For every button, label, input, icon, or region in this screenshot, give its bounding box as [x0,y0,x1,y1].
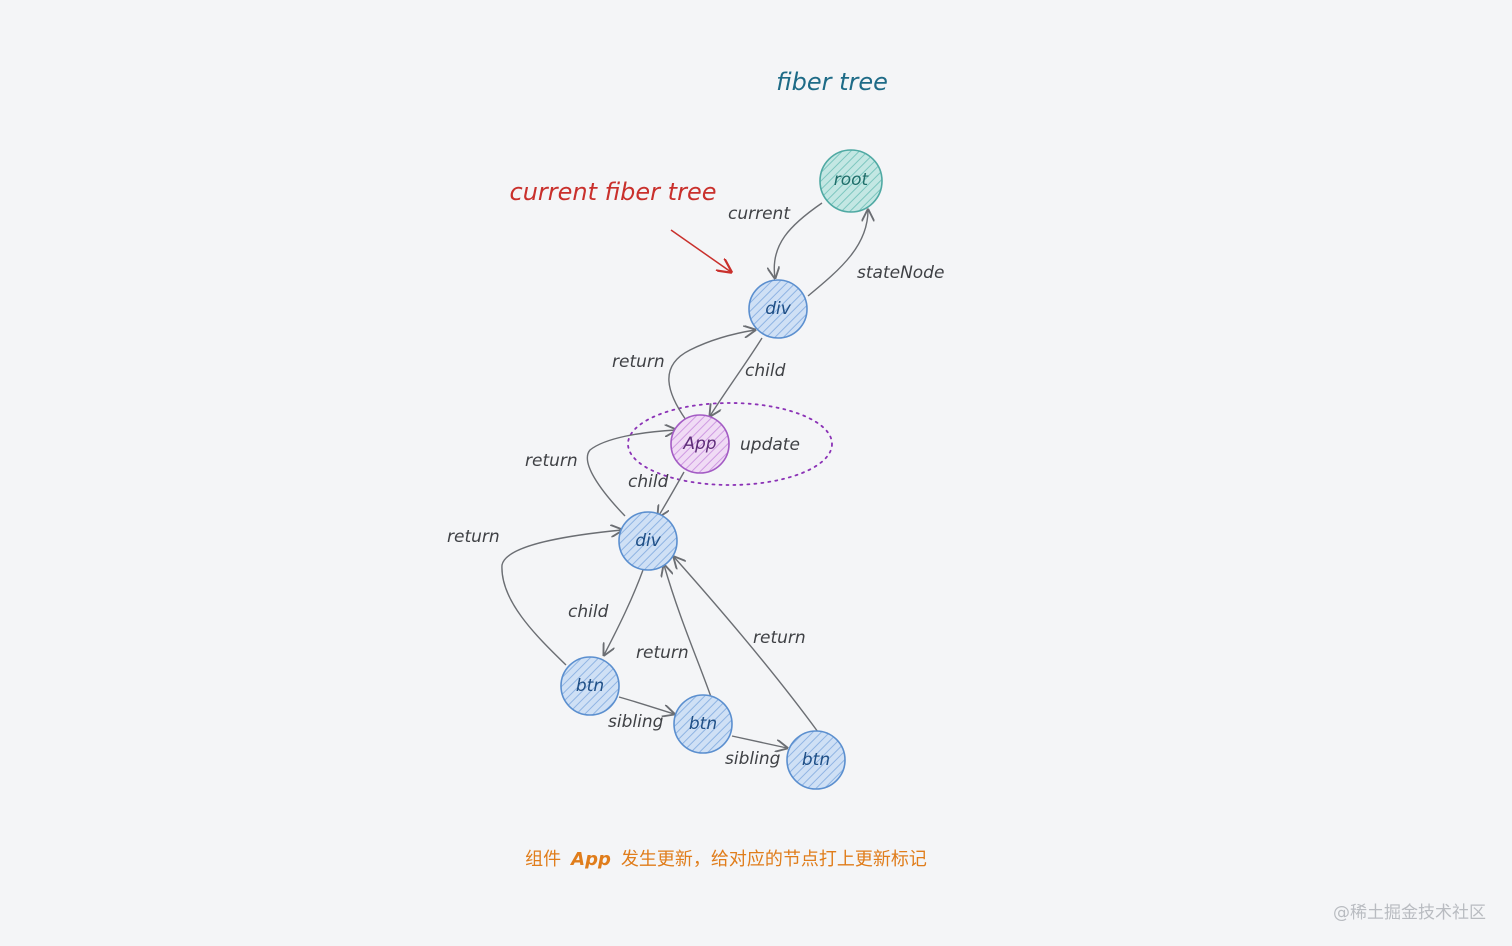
caption-app: App [571,849,611,870]
update-highlight-ring [627,402,833,486]
caption-prefix: 组件 [525,849,562,870]
edge-label-btn3-return: return [753,628,806,648]
edge-app-return [668,330,755,421]
node-btn-2[interactable]: btn [673,694,733,754]
edge-root-current [774,202,823,278]
edge-btn1-return [501,530,622,666]
edge-label-statenode: stateNode [857,263,944,283]
edge-label-btn2-sibling: sibling [725,749,781,769]
node-btn-3[interactable]: btn [786,730,846,790]
node-app[interactable]: App [670,414,730,474]
node-div-middle[interactable]: div [618,511,678,571]
edge-app-child [658,471,685,517]
edge-label-div-child: child [745,361,786,381]
node-label: App [682,434,716,454]
current-fiber-tree-label: current fiber tree [510,178,717,206]
node-root[interactable]: root [819,149,883,213]
node-label: btn [689,714,717,734]
node-label: root [834,170,870,190]
current-pointer-arrow [670,229,731,272]
node-div-top[interactable]: div [748,279,808,339]
node-label: btn [802,750,830,770]
edge-btn3-return [674,557,819,733]
edge-div2-return [586,430,676,517]
edge-label-btn1-sibling: sibling [608,712,664,732]
node-btn-1[interactable]: btn [560,656,620,716]
diagram-caption: 组件 App 发生更新，给对应的节点打上更新标记 [0,845,1452,871]
node-label: div [765,299,792,319]
edge-label-div2-return: return [525,451,578,471]
edge-div-child [710,337,763,416]
edge-btn2-sibling [731,735,787,748]
edge-div2-child [604,569,644,655]
edge-label-current: current [728,204,791,224]
edge-div-statenode [807,210,868,297]
edge-label-div2-child: child [568,602,609,622]
node-label: btn [576,676,604,696]
edge-label-btn1-return: return [447,527,500,547]
watermark: @稀土掘金技术社区 [1333,903,1486,923]
edge-label-app-child: child [628,472,669,492]
caption-suffix: 发生更新，给对应的节点打上更新标记 [620,849,927,870]
node-label: div [635,531,662,551]
edge-label-app-return: return [612,352,665,372]
edge-label-btn2-return: return [636,643,689,663]
update-label: update [740,435,800,455]
edge-btn2-return [664,565,712,698]
diagram-title: fiber tree [776,68,888,96]
edge-btn1-sibling [618,696,674,714]
